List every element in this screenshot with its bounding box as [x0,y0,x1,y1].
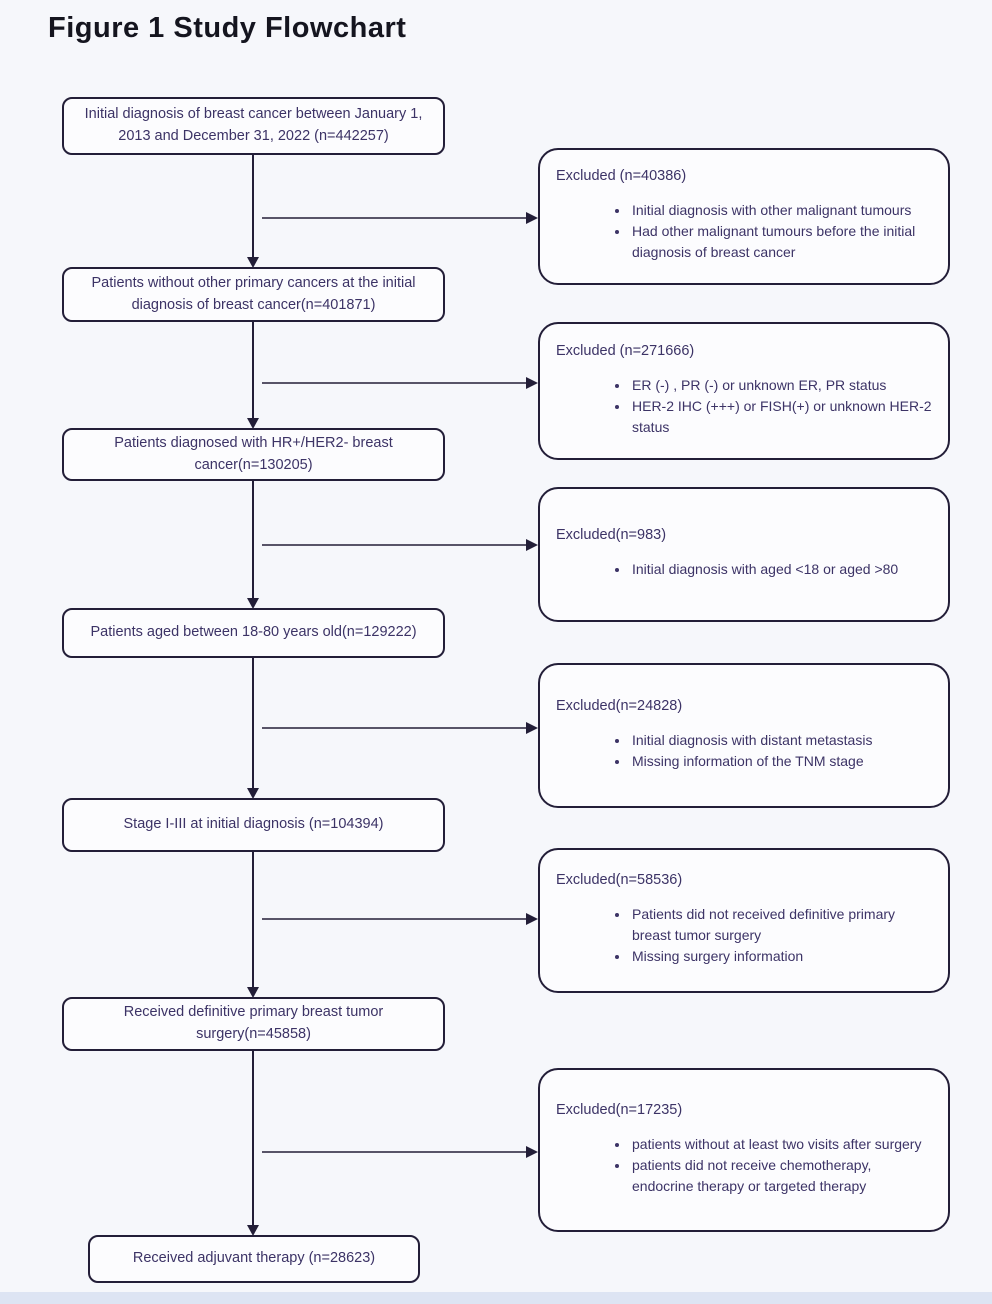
excluded-header: Excluded(n=58536) [556,872,683,888]
excluded-bullet: Initial diagnosis with distant metastasi… [630,730,934,751]
excluded-bullet-list: Initial diagnosis with other malignant t… [556,200,934,263]
arrow-down-5 [247,852,259,998]
excluded-header: Excluded(n=17235) [556,1101,683,1118]
excluded-bullet: Initial diagnosis with aged <18 or aged … [630,559,934,580]
excluded-bullet-list: ER (-) , PR (-) or unknown ER, PR status… [556,375,934,438]
flow-box-age-18-80: Patients aged between 18-80 years old(n=… [62,608,445,658]
excluded-bullet: Had other malignant tumours before the i… [630,221,934,263]
excluded-bullet-list: Patients did not received definitive pri… [556,904,934,967]
excluded-bullet: patients did not receive chemotherapy, e… [630,1155,934,1197]
arrow-branch-2 [262,377,538,389]
excluded-bullet: patients without at least two visits aft… [630,1134,934,1155]
excluded-bullet: Patients did not received definitive pri… [630,904,934,946]
excluded-box-3: Excluded(n=983) Initial diagnosis with a… [538,487,950,622]
bottom-strip [0,1292,992,1304]
flow-box-no-other-primary-cancers: Patients without other primary cancers a… [62,267,445,322]
arrow-down-1 [247,155,259,268]
flow-box-text: Initial diagnosis of breast cancer betwe… [84,106,423,144]
excluded-header: Excluded(n=24828) [556,697,683,714]
flow-box-stage-i-iii: Stage I-III at initial diagnosis (n=1043… [62,798,445,852]
arrow-down-6 [247,1051,259,1236]
excluded-header: Excluded(n=983) [556,527,667,543]
flow-box-text: Received adjuvant therapy (n=28623) [132,1250,376,1267]
excluded-box-4: Excluded(n=24828) Initial diagnosis with… [538,663,950,808]
arrow-branch-3 [262,539,538,551]
excluded-box-5: Excluded(n=58536) Patients did not recei… [538,848,950,993]
excluded-bullet: Missing information of the TNM stage [630,751,934,772]
excluded-bullet-list: patients without at least two visits aft… [556,1134,934,1197]
arrow-branch-5 [262,913,538,925]
arrow-down-4 [247,658,259,799]
excluded-bullet-list: Initial diagnosis with distant metastasi… [556,730,934,772]
excluded-box-6: Excluded(n=17235) patients without at le… [538,1068,950,1232]
excluded-bullet: Missing surgery information [630,946,934,967]
arrow-branch-1 [262,212,538,224]
flow-box-text: Patients without other primary cancers a… [91,274,416,313]
excluded-header: Excluded (n=40386) [556,168,687,184]
excluded-bullet: HER-2 IHC (+++) or FISH(+) or unknown HE… [630,396,934,438]
excluded-box-2: Excluded (n=271666) ER (-) , PR (-) or u… [538,322,950,460]
arrow-branch-6 [262,1146,538,1158]
arrow-down-2 [247,322,259,429]
excluded-bullet: Initial diagnosis with other malignant t… [630,200,934,221]
flow-box-text: Patients aged between 18-80 years old(n=… [90,624,417,641]
flow-box-text: Stage I-III at initial diagnosis (n=1043… [123,816,384,833]
flow-box-text: Received definitive primary breast tumor… [123,1004,384,1042]
figure-title: Figure 1 Study Flowchart [48,12,407,44]
excluded-header: Excluded (n=271666) [556,342,695,359]
excluded-box-1: Excluded (n=40386) Initial diagnosis wit… [538,148,950,285]
flow-box-text: Patients diagnosed with HR+/HER2- breast… [114,434,393,473]
flow-box-adjuvant-therapy: Received adjuvant therapy (n=28623) [88,1235,420,1283]
flow-box-initial-diagnosis: Initial diagnosis of breast cancer betwe… [62,97,445,155]
excluded-bullet: ER (-) , PR (-) or unknown ER, PR status [630,375,934,396]
flow-box-definitive-surgery: Received definitive primary breast tumor… [62,997,445,1051]
arrow-branch-4 [262,722,538,734]
flow-box-hr-her2-diagnosis: Patients diagnosed with HR+/HER2- breast… [62,428,445,481]
excluded-bullet-list: Initial diagnosis with aged <18 or aged … [556,559,934,580]
arrow-down-3 [247,481,259,609]
